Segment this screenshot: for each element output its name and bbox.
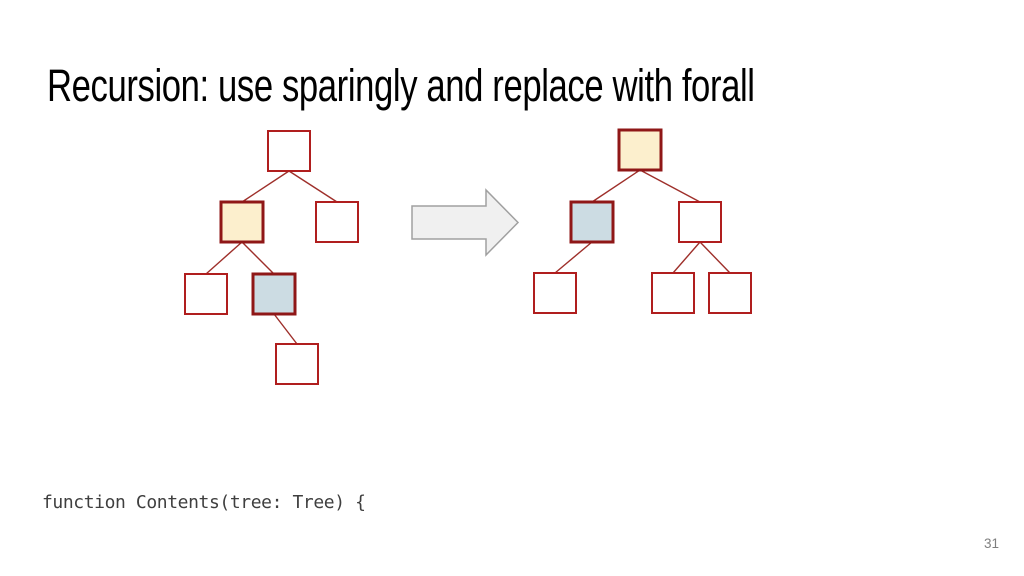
left-tree-node-plain: [275, 343, 319, 385]
left-tree-edge: [241, 170, 290, 203]
left-tree-edge: [241, 241, 275, 275]
right-tree-edge: [554, 241, 593, 274]
page-number: 31: [984, 536, 1000, 551]
left-tree-edge: [273, 313, 298, 345]
left-tree-edge: [205, 241, 243, 275]
right-tree-edge: [672, 241, 701, 274]
right-tree-edge: [639, 169, 701, 203]
right-tree-node-yellow: [617, 128, 663, 172]
right-tree-node-blue: [569, 200, 615, 244]
slide-title: Recursion: use sparingly and replace wit…: [47, 60, 755, 111]
right-tree-edge: [699, 241, 731, 274]
right-tree-node-plain: [708, 272, 752, 314]
left-tree-node-plain: [184, 273, 228, 315]
right-tree-node-plain: [651, 272, 695, 314]
left-tree-node-plain: [315, 201, 359, 243]
right-tree-node-plain: [533, 272, 577, 314]
right-tree-node-plain: [678, 201, 722, 243]
transform-right-arrow-icon: [411, 188, 520, 257]
left-tree-node-blue: [251, 272, 297, 316]
left-tree-edge: [288, 170, 338, 203]
code-block: function Contents(tree: Tree) { { x | ex…: [42, 417, 533, 576]
code-line: function Contents(tree: Tree) {: [42, 492, 366, 513]
left-tree-node-plain: [267, 130, 311, 172]
left-tree-node-yellow: [219, 200, 265, 244]
right-tree-edge: [591, 169, 641, 203]
